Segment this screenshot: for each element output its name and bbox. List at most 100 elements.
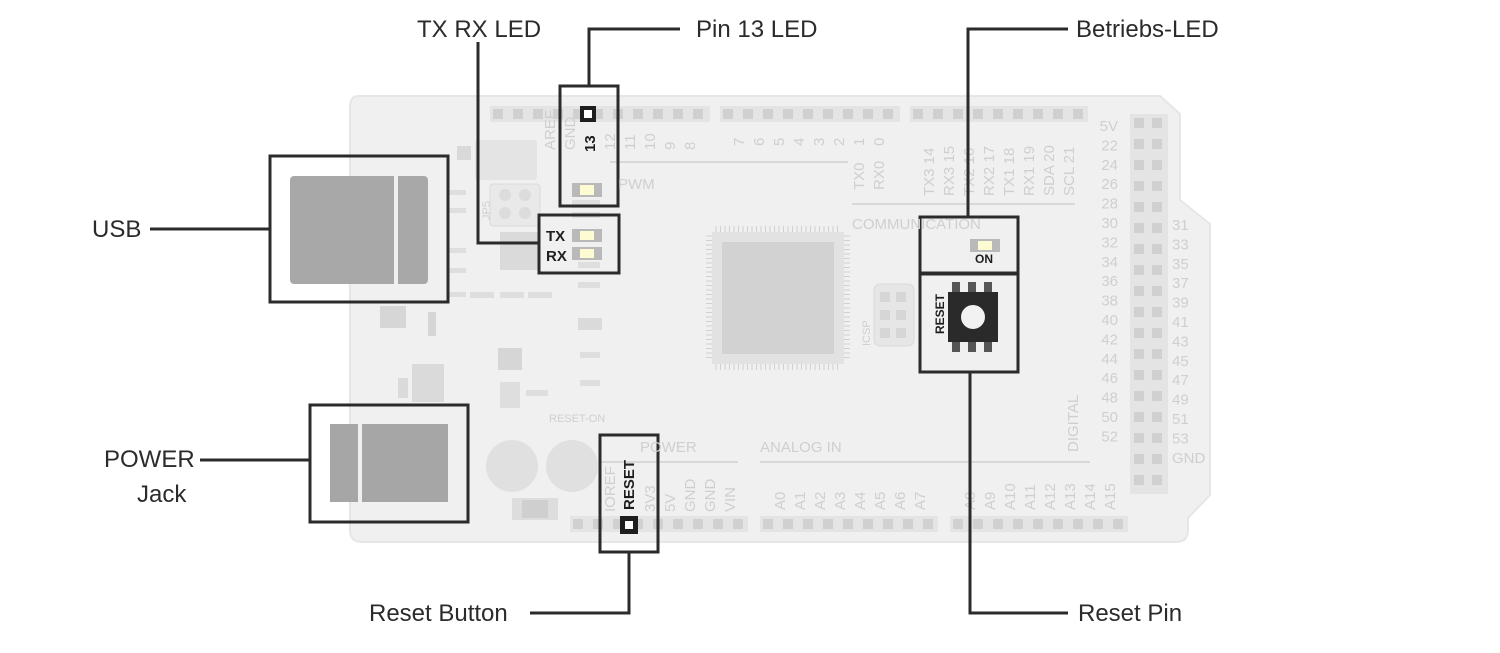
header-pin	[973, 519, 983, 529]
analog-pin-label: A6	[892, 492, 909, 510]
digital-pin-label: 37	[1172, 275, 1189, 292]
header-pin	[1073, 109, 1083, 119]
analog-pin-label: A12	[1042, 483, 1059, 510]
digital-pin-label: 22	[1101, 137, 1118, 154]
header-pin	[1134, 475, 1144, 485]
top-header-label: 8	[682, 142, 699, 150]
comm-pin-label: RX2 17	[981, 146, 998, 196]
header-pin	[1113, 519, 1123, 529]
pwm-label: PWM	[618, 176, 655, 193]
power-pin-label: 3V3	[642, 485, 659, 512]
header-pin	[1033, 519, 1043, 529]
digital-pin-label: 45	[1172, 353, 1189, 370]
header-pin	[953, 519, 963, 529]
header-pin	[1053, 519, 1063, 529]
top-header-label: 11	[622, 134, 639, 150]
digital-pin-label: 38	[1101, 293, 1118, 310]
digital-pin-label: 33	[1172, 236, 1189, 253]
header-pin	[1152, 118, 1162, 128]
header-pin	[673, 109, 683, 119]
header-pin	[1134, 454, 1144, 464]
digital-pin-label: 36	[1101, 273, 1118, 290]
header-pin	[693, 109, 703, 119]
header-pin	[1134, 181, 1144, 191]
analog-in-label: ANALOG IN	[760, 439, 842, 456]
digital-pin-label: 35	[1172, 256, 1189, 273]
digital-pin-label: 47	[1172, 372, 1189, 389]
header-pin	[1134, 160, 1144, 170]
top-header-label: 3	[811, 138, 828, 146]
digital-pin-label: 30	[1101, 215, 1118, 232]
header-pin	[1152, 181, 1162, 191]
power-pin-label: GND	[682, 479, 699, 513]
tx0-label: TX0	[851, 162, 868, 190]
header-pin	[783, 519, 793, 529]
header-pin	[1152, 475, 1162, 485]
power-pin-label: GND	[702, 479, 719, 513]
digital-pin-label: GND	[1172, 450, 1206, 467]
header-pin	[1093, 519, 1103, 529]
header-pin	[973, 109, 983, 119]
small-components	[380, 140, 602, 520]
header-pin	[653, 109, 663, 119]
digital-pin-label: 31	[1172, 217, 1189, 234]
reset-pin-label: RESET	[621, 460, 638, 510]
header-pin	[1152, 160, 1162, 170]
digital-pin-label: 51	[1172, 411, 1189, 428]
right-double-header	[1130, 114, 1168, 494]
header-pin	[723, 109, 733, 119]
header-pin	[1152, 307, 1162, 317]
header-pin	[693, 519, 703, 529]
communication-label: COMMUNICATION	[852, 216, 981, 233]
header-pin	[1134, 349, 1144, 359]
silkscreen-lines	[600, 161, 1090, 463]
comm-pin-label: RX1 19	[1021, 146, 1038, 196]
leader-lines	[150, 27, 1068, 615]
rx-label: RX	[546, 248, 567, 265]
comm-pin-label: SDA 20	[1041, 145, 1058, 196]
header-pin	[1013, 109, 1023, 119]
analog-pin-label: A2	[812, 492, 829, 510]
header-pin	[953, 109, 963, 119]
comm-pin-label: RX3 15	[941, 146, 958, 196]
header-pin	[883, 109, 893, 119]
digital-pin-label: 49	[1172, 392, 1189, 409]
digital-pin-label: 44	[1101, 351, 1118, 368]
header-pin	[1134, 328, 1144, 338]
reset-button-callout: Reset Button	[369, 600, 508, 627]
header-pin	[1134, 265, 1144, 275]
header-pin	[1152, 286, 1162, 296]
header-pin	[933, 109, 943, 119]
comm-pin-label: SCL 21	[1061, 147, 1078, 196]
header-pin	[763, 109, 773, 119]
top-header-label: 6	[751, 138, 768, 146]
header-pin	[843, 109, 853, 119]
header-pin	[513, 109, 523, 119]
top-header-label: 10	[642, 133, 659, 150]
top-header-label: 2	[831, 138, 848, 146]
header-pin	[1152, 328, 1162, 338]
top-header-left	[490, 106, 710, 122]
power-jack-callout-line1: POWER	[104, 446, 195, 473]
top-header-label: 4	[791, 138, 808, 146]
digital-pin-label: 24	[1101, 157, 1118, 174]
header-pin	[993, 109, 1003, 119]
digital-pin-label: 46	[1101, 370, 1118, 387]
reset-switch-label: RESET	[933, 293, 947, 334]
power-label: POWER	[640, 439, 697, 456]
header-pin	[1134, 391, 1144, 401]
header-pin	[1053, 109, 1063, 119]
top-header-label: 0	[871, 138, 888, 146]
digital-pin-label: 39	[1172, 295, 1189, 312]
top-header-label: 7	[731, 138, 748, 146]
analog-pin-label: A4	[852, 492, 869, 510]
digital-pin-label: 5V	[1100, 118, 1118, 135]
top-header-label: 1	[851, 138, 868, 146]
power-pin-label: 5V	[662, 494, 679, 512]
top-header-label: AREF	[542, 110, 559, 150]
header-pin	[1134, 433, 1144, 443]
header-pin	[593, 519, 603, 529]
analog-pin-label: A9	[982, 492, 999, 510]
header-pin	[1134, 223, 1144, 233]
